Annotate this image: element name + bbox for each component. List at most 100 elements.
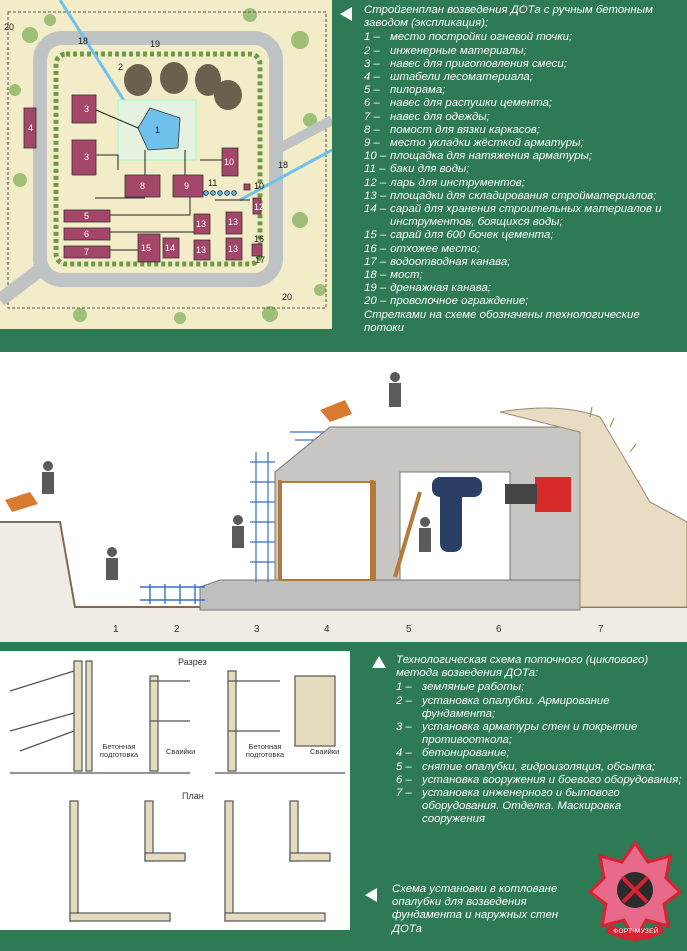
stage-label: 4 [324, 624, 330, 635]
legend-item: 12 –ларь для инструментов; [364, 177, 682, 190]
legend-item-text: проволочное ограждение; [390, 295, 529, 308]
map-label-1: 1 [155, 125, 160, 135]
legend-item-number: 6 – [396, 773, 412, 786]
stage-label: 2 [174, 624, 180, 635]
map-label-6: 6 [84, 229, 89, 239]
legend-item-number: 17 – [364, 255, 387, 268]
map-label-18b: 18 [278, 160, 288, 170]
legend-item-text: навес для приготовления смеси; [390, 57, 567, 70]
map-label-20a: 20 [4, 22, 14, 32]
site-plan-map: 20 18 19 1 3 3 4 5 6 7 8 9 10 10 11 12 1… [0, 0, 335, 329]
map-label-10a: 10 [224, 157, 234, 167]
legend-item-text: баки для воды; [390, 163, 470, 176]
site-plan-legend: Стройгенплан возведения ДОТа с ручным бе… [364, 4, 682, 335]
map-label-7: 7 [84, 247, 89, 257]
legend-item-number: 4 – [364, 71, 380, 84]
pointer-triangle-left-bottom [365, 888, 377, 902]
legend-item: 11 –баки для воды; [364, 163, 682, 176]
legend-item-text: земляные работы; [422, 681, 525, 694]
legend-item-number: 12 – [364, 176, 387, 189]
legend-item-text: навес для распушки цемента; [390, 97, 552, 110]
legend-item-text: площадки для складирования стройматериал… [390, 189, 657, 202]
legend-item-number: 16 – [364, 242, 387, 255]
legend-item-text: навес для одежды; [390, 110, 490, 123]
map-label-11: 11 [208, 178, 217, 188]
legend-item-text: помост для вязки каркасов; [390, 123, 540, 136]
map-label-4: 4 [28, 123, 33, 133]
legend-item-number: 1 – [396, 681, 412, 694]
map-label-17: 17 [255, 255, 265, 265]
stage-label: 3 [254, 624, 260, 635]
legend-item-text: ларь для инструментов; [390, 176, 525, 189]
legend-item-number: 5 – [396, 760, 412, 773]
site-plan-title: Стройгенплан возведения ДОТа с ручным бе… [364, 4, 653, 30]
piles-label-b: Сваийки [310, 747, 340, 756]
legend-item-text: инженерные материалы; [390, 44, 527, 57]
legend-item-text: пилорама; [390, 84, 446, 97]
map-label-8: 8 [140, 181, 145, 191]
map-label-18a: 18 [78, 36, 88, 46]
legend-item-text: дренажная канава; [390, 282, 491, 295]
map-label-14: 14 [165, 243, 175, 253]
site-plan-items: 1 –место постройки огневой точки;2 –инже… [364, 31, 682, 308]
legend-item: 16 –отхожее место; [364, 243, 682, 256]
legend-item-number: 19 – [364, 282, 387, 295]
legend-item: 3 – установка арматуры стен и покрытие пр… [396, 721, 682, 747]
legend-item-text: сарай для хранения строительных материал… [390, 203, 662, 229]
legend-item-number: 13 – [364, 189, 387, 202]
map-label-13a: 13 [196, 219, 206, 229]
pointer-triangle-up [372, 656, 386, 668]
legend-item: 20 –проволочное ограждение; [364, 295, 682, 308]
legend-item: 17 –водоотводная канава; [364, 256, 682, 269]
legend-item: 1 –место постройки огневой точки; [364, 31, 682, 44]
legend-item: 5 – снятие опалубки, гидроизоляция, обсып… [396, 761, 682, 774]
legend-item: 7 – установка инженерного и бытового обор… [396, 787, 682, 827]
map-label-16: 16 [254, 234, 264, 244]
formwork-caption: Схема установки в котловане опалубки для… [392, 883, 559, 935]
stage-label: 1 [113, 624, 119, 635]
flow-scheme-items: 1 – земляные работы; 2 – установка опалубки… [396, 681, 682, 826]
legend-item: 7 – навес для одежды; [364, 111, 682, 124]
legend-item-number: 7 – [364, 110, 380, 123]
legend-item: 1 – земляные работы; [396, 681, 682, 694]
legend-item: 2 –инженерные материалы; [364, 45, 682, 58]
site-plan-footer: Стрелками на схеме обозначены технологич… [364, 308, 640, 334]
legend-item-number: 3 – [396, 721, 412, 734]
legend-item-number: 2 – [396, 694, 412, 707]
legend-item-text: установка инженерного и бытового оборудо… [422, 787, 622, 826]
legend-item-text: штабели лесоматериала; [390, 71, 533, 84]
legend-item-number: 14 – [364, 203, 387, 216]
legend-item-number: 7 – [396, 787, 412, 800]
legend-item-text: установка опалубки. Армирование фундамен… [422, 694, 610, 720]
legend-item-number: 18 – [364, 269, 387, 282]
legend-item-number: 20 – [364, 295, 387, 308]
legend-item-text: установка арматуры стен и покрытие проти… [422, 721, 638, 747]
map-label-12: 12 [254, 202, 264, 212]
legend-item-number: 9 – [364, 137, 380, 150]
concrete-base-label-a: Бетонная подготовка [99, 742, 139, 759]
formwork-drawings: Разрез План Бетонная подготовка Сваийки … [0, 651, 350, 930]
legend-item: 8 –помост для вязки каркасов; [364, 124, 682, 137]
map-label-5: 5 [84, 211, 89, 221]
legend-item-number: 3 – [364, 57, 380, 70]
legend-item: 18 –мост; [364, 269, 682, 282]
legend-item: 15 –сарай для 600 бочек цемента; [364, 229, 682, 242]
legend-item-text: сарай для 600 бочек цемента; [390, 229, 554, 242]
map-label-19: 19 [150, 39, 160, 49]
legend-item: 4 – штабели лесоматериала; [364, 71, 682, 84]
map-label-9: 9 [184, 181, 189, 191]
legend-item-text: место постройки огневой точки; [390, 31, 573, 44]
legend-item-text: площадка для натяжения арматуры; [390, 150, 593, 163]
legend-item-number: 4 – [396, 747, 412, 760]
legend-item-text: водоотводная канава; [390, 255, 511, 268]
legend-item: 13 –площадки для складирования строймате… [364, 190, 682, 203]
map-label-2: 2 [118, 62, 123, 72]
legend-item-text: снятие опалубки, гидроизоляция, обсыпка; [422, 760, 656, 773]
fort-museum-logo: ФОРТ-МУЗЕЙ [587, 840, 683, 946]
stage-label: 6 [496, 624, 502, 635]
stage-label: 7 [598, 624, 604, 635]
concrete-base-label-b: Бетонная подготовка [245, 742, 285, 759]
logo-emblem [587, 840, 683, 944]
legend-item-text: бетонирование; [422, 747, 510, 760]
